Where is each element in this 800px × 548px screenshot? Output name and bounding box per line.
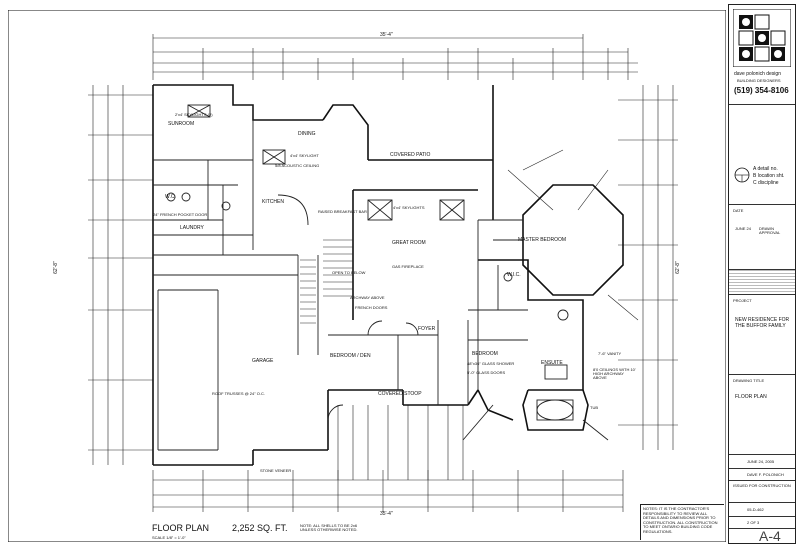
overall-width-bottom: 35'-4" [380, 511, 393, 517]
drawing-note: NOTE: ALL SHELLS TO BE 2x6 UNLESS OTHERW… [300, 523, 358, 532]
room-master-bedroom: MASTER BEDROOM [518, 237, 567, 243]
label-skylight-dining: 4'x4' SKYLIGHT [290, 153, 319, 158]
room-covered-patio: COVERED PATIO [390, 152, 431, 158]
label-open-to-below: OPEN TO BELOW [332, 270, 366, 275]
label-pocket-door: 24" FRENCH POCKET DOOR [153, 212, 208, 217]
tb-drawing-title: FLOOR PLAN [735, 394, 767, 400]
label-glass-doors: 5'-0" GLASS DOORS [467, 370, 506, 375]
tb-revision-cell: DATE JUNE 24 DRAWN APPROVAL [729, 205, 795, 270]
label-acoustic: 5/8 ACOUSTIC CEILING [275, 163, 320, 168]
label-tub: TUB [590, 405, 598, 410]
tb-sheet-number: A-4 [759, 528, 781, 544]
section-legend-icon [734, 167, 750, 183]
overall-depth-right: 62'-8" [674, 261, 681, 274]
room-ensuite: ENSUITE [541, 360, 563, 366]
room-bedroom-den: BEDROOM / DEN [330, 353, 371, 359]
legend-c: C discipline [753, 180, 779, 186]
project-name: NEW RESIDENCE FOR THE BUFFOR FAMILY [735, 317, 790, 330]
tb-sheetno-cell: A-4 [729, 529, 795, 543]
firm-sub: BUILDING DESIGNERS [737, 78, 781, 83]
room-covered-stoop: COVERED STOOP [378, 391, 422, 397]
label-vanity: 7'-6" VANITY [598, 351, 622, 356]
dimension-lines [88, 34, 678, 512]
firm-name: dave polonich design [734, 71, 781, 77]
room-wc: W.C. [165, 194, 176, 200]
label-raised-bar: RAISED BREAKFAST BAR [318, 209, 367, 214]
tb-date: JUNE 24, 2005 [747, 459, 775, 464]
label-gas-fireplace: GAS FIREPLACE [392, 264, 424, 269]
tb-sheet-cell: 2 OF 3 [729, 517, 795, 529]
room-bedroom: BEDROOM [472, 351, 498, 357]
tb-issued: ISSUED FOR CONSTRUCTION [733, 483, 791, 488]
room-foyer: FOYER [418, 326, 436, 332]
label-glass-shower: 48"x36" GLASS SHOWER [467, 361, 515, 366]
tb-sheet: 2 OF 3 [747, 520, 760, 525]
label-archway: ARCHWAY ABOVE [350, 295, 385, 300]
overall-width-top: 35'-4" [380, 32, 393, 38]
legend-a: A detail no. [753, 166, 778, 172]
tb-drawn-cell: DAVE F. POLONICH [729, 469, 795, 481]
notes-text: NOTES: IT IS THE CONTRACTOR'S RESPONSIBI… [643, 506, 718, 534]
tb-date-cell: JUNE 24, 2005 [729, 455, 795, 469]
tb-disclaimer-cell [729, 270, 795, 295]
drawing-title: FLOOR PLAN [152, 523, 210, 533]
legend-b: B location sht. [753, 173, 785, 179]
tb-job-cell: 05-D-462 [729, 503, 795, 517]
drawing-title-label: DRAWING TITLE [733, 378, 765, 383]
label-french-doors: FRENCH DOORS [355, 305, 388, 310]
drawing-area: 2,252 SQ. FT. [232, 523, 288, 533]
drawing-scale: SCALE 1/8" = 1'-0" [152, 535, 186, 540]
tb-title-cell: DRAWING TITLE FLOOR PLAN [729, 375, 795, 455]
room-laundry: LAUNDRY [180, 225, 204, 231]
label-archway-above: 8'0 CEILINGS WITH 10' HIGH ARCHWAY ABOVE [593, 367, 636, 380]
room-dining: DINING [298, 131, 316, 137]
room-great-room: GREAT ROOM [392, 240, 426, 246]
label-skylights-great: 4'x4' SKYLIGHTS [393, 205, 425, 210]
label-roof-trusses: ROOF TRUSSES @ 24" O.C. [212, 391, 265, 396]
label-stone-veneer: STONE VENEER [260, 468, 292, 473]
rev-note: DRAWN APPROVAL [759, 226, 781, 235]
label-skylights-sun: 2'x4' SKYLIGHTS (2) [175, 112, 213, 117]
firm-logo-icon [733, 9, 791, 67]
tb-job: 05-D-462 [747, 507, 764, 512]
title-block: dave polonich design BUILDING DESIGNERS … [728, 4, 796, 544]
rev-date: JUNE 24 [735, 226, 752, 231]
tb-issued-cell: ISSUED FOR CONSTRUCTION [729, 481, 795, 503]
room-sunroom: SUNROOM [168, 121, 195, 127]
room-kitchen: KITCHEN [262, 199, 284, 205]
project-label: PROJECT [733, 298, 752, 303]
exterior-walls [152, 84, 624, 466]
tb-project-cell: PROJECT NEW RESIDENCE FOR THE BUFFOR FAM… [729, 295, 795, 375]
tb-drawn-by: DAVE F. POLONICH [747, 472, 784, 477]
interior-walls [153, 104, 609, 451]
room-garage: GARAGE [252, 358, 274, 364]
tb-legend-cell: A detail no. B location sht. C disciplin… [729, 105, 795, 205]
floor-plan-drawing [8, 10, 726, 542]
notes-box: NOTES: IT IS THE CONTRACTOR'S RESPONSIBI… [640, 504, 724, 540]
tb-logo-cell: dave polonich design BUILDING DESIGNERS … [729, 5, 795, 105]
firm-phone: (519) 354-8106 [734, 86, 789, 95]
date-label: DATE [733, 208, 744, 213]
room-wic: W.I.C. [507, 272, 521, 278]
overall-depth-left: 62'-8" [52, 261, 59, 274]
